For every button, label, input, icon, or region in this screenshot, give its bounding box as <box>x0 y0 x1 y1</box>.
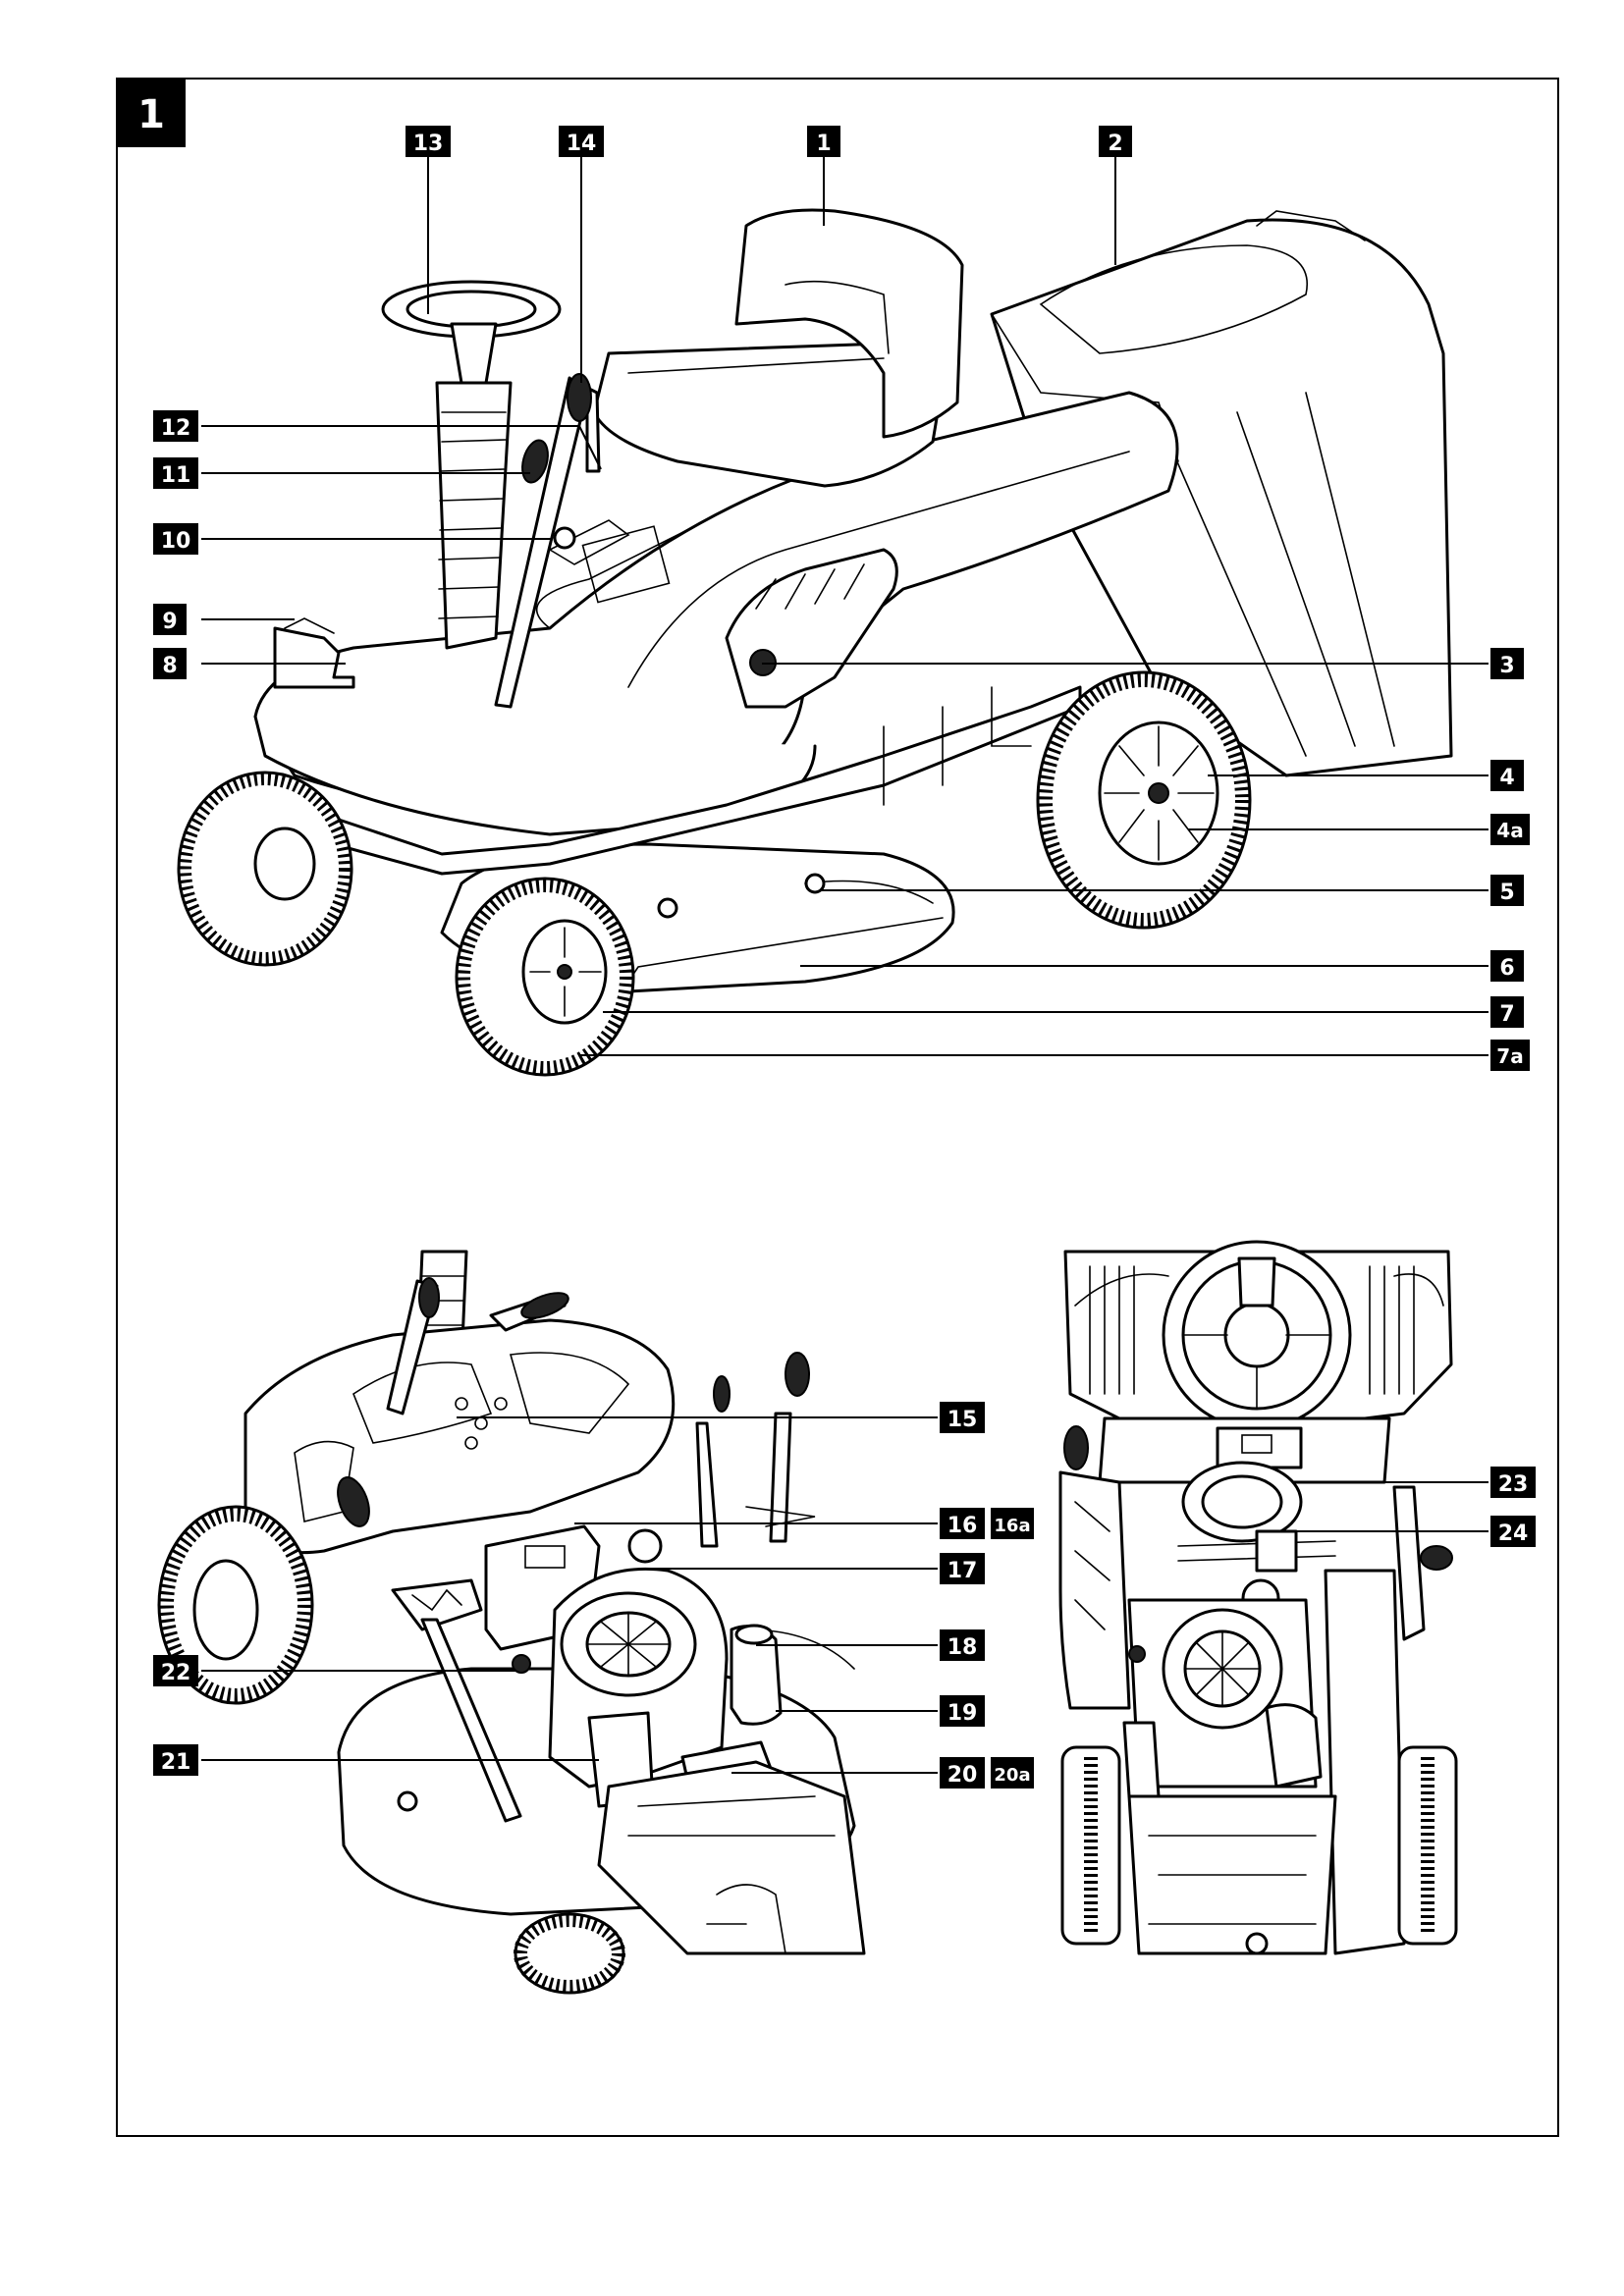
svg-text:13: 13 <box>413 132 444 156</box>
svg-text:22: 22 <box>161 1661 191 1685</box>
svg-text:17: 17 <box>947 1559 978 1583</box>
callout-16: 16 <box>940 1508 985 1539</box>
callout-14: 14 <box>559 126 604 157</box>
svg-text:19: 19 <box>947 1701 978 1726</box>
callout-17: 17 <box>940 1553 985 1584</box>
svg-text:1: 1 <box>816 132 831 156</box>
svg-text:6: 6 <box>1499 956 1514 981</box>
figure-number-badge: 1 <box>117 79 186 147</box>
callout-9: 9 <box>153 604 187 635</box>
callout-20a: 20a <box>991 1757 1034 1789</box>
svg-text:18: 18 <box>947 1635 978 1660</box>
svg-text:5: 5 <box>1499 881 1514 905</box>
figure-frame <box>116 78 1559 2137</box>
callout-20: 20 <box>940 1757 985 1789</box>
svg-text:16: 16 <box>947 1514 978 1538</box>
svg-text:4a: 4a <box>1496 819 1523 842</box>
svg-text:23: 23 <box>1498 1472 1529 1497</box>
svg-text:7: 7 <box>1499 1002 1514 1027</box>
callout-10: 10 <box>153 523 198 555</box>
figure-number: 1 <box>137 92 165 137</box>
callout-7: 7 <box>1490 996 1524 1028</box>
mower-illustration-engine: OHV <box>157 1250 866 1995</box>
leader-lines <box>201 157 1489 1774</box>
callout-3: 3 <box>1490 648 1524 679</box>
callout-5: 5 <box>1490 875 1524 906</box>
svg-text:11: 11 <box>161 463 191 488</box>
callout-1: 1 <box>807 126 840 157</box>
svg-text:24: 24 <box>1498 1522 1529 1546</box>
mower-illustration-top <box>177 208 1453 1077</box>
callout-18: 18 <box>940 1629 985 1661</box>
svg-text:16a: 16a <box>994 1516 1030 1536</box>
callout-8: 8 <box>153 648 187 679</box>
svg-text:7a: 7a <box>1496 1044 1523 1068</box>
callout-12: 12 <box>153 410 198 442</box>
svg-text:14: 14 <box>567 132 597 156</box>
callout-16a: 16a <box>991 1508 1034 1539</box>
svg-text:21: 21 <box>161 1750 191 1775</box>
svg-text:15: 15 <box>947 1408 978 1432</box>
svg-text:4: 4 <box>1499 766 1514 790</box>
callout-labels: 1 2 13 14 12 11 10 9 <box>153 126 1536 1789</box>
callout-15: 15 <box>940 1402 985 1433</box>
svg-text:9: 9 <box>162 610 177 634</box>
svg-text:20a: 20a <box>994 1765 1030 1786</box>
callout-2: 2 <box>1099 126 1132 157</box>
callout-6: 6 <box>1490 950 1524 982</box>
svg-text:2: 2 <box>1108 132 1122 156</box>
callout-23: 23 <box>1490 1467 1536 1498</box>
mower-illustration-topview <box>1058 1240 1458 1955</box>
callout-19: 19 <box>940 1695 985 1727</box>
callout-24: 24 <box>1490 1516 1536 1547</box>
svg-text:3: 3 <box>1499 654 1514 678</box>
svg-text:10: 10 <box>161 529 191 554</box>
callout-4a: 4a <box>1490 814 1530 845</box>
svg-text:8: 8 <box>162 654 177 678</box>
callout-22: 22 <box>153 1655 198 1686</box>
svg-text:12: 12 <box>161 416 191 441</box>
callout-21: 21 <box>153 1744 198 1776</box>
svg-text:20: 20 <box>947 1763 978 1788</box>
callout-7a: 7a <box>1490 1040 1530 1071</box>
callout-13: 13 <box>406 126 451 157</box>
callout-11: 11 <box>153 457 198 489</box>
callout-4: 4 <box>1490 760 1524 791</box>
